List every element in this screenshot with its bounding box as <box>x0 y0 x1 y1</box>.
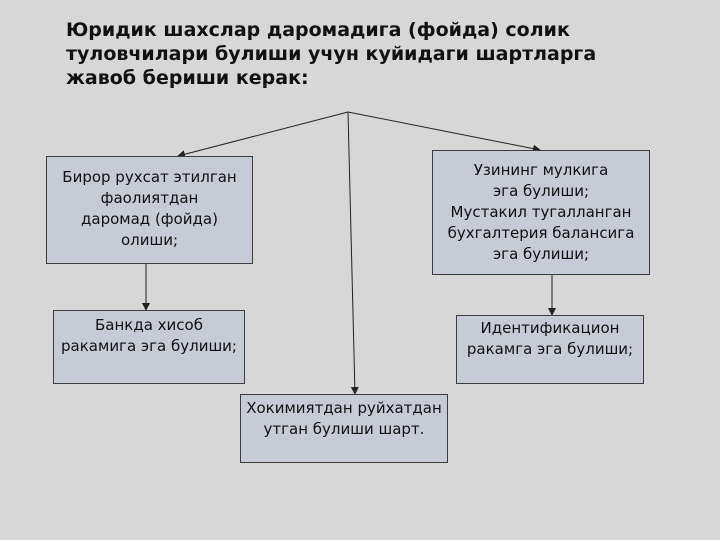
box-own-property-and-balance: Узининг мулкига эга булиши; Мустакил туг… <box>432 150 650 275</box>
box-text-line: даромад (фойда) <box>81 210 218 228</box>
box-identification-number: Идентификацион ракамга эга булиши; <box>456 315 644 384</box>
box-text-line: эга булиши; <box>492 182 590 200</box>
box-text-line: Мустакил тугалланган <box>450 203 632 221</box>
title-line: жавоб бериши керак: <box>66 67 309 89</box>
box-text-line: утган булиши шарт. <box>263 420 425 438</box>
connector-root-to-top-right <box>347 111 541 153</box>
connector-root-to-top-left <box>177 111 349 159</box>
title-line: туловчилари булиши учун куйидаги шартлар… <box>66 43 597 65</box>
diagram-title: Юридик шахслар даромадига (фойда) солик … <box>66 18 666 90</box>
box-profit-from-permitted-activity: Бирор рухсат этилган фаолиятдан даромад … <box>46 156 253 264</box>
box-bank-account: Банкда хисоб ракамига эга булиши; <box>53 310 245 384</box>
box-text-line: бухгалтерия балансига <box>447 224 635 242</box>
box-text-line: Узининг мулкига <box>473 161 609 179</box>
box-text-line: Бирор рухсат этилган <box>62 168 237 186</box>
box-text-line: ракамга эга булиши; <box>466 340 634 358</box>
box-registered-with-authority: Хокимиятдан руйхатдан утган булиши шарт. <box>240 394 448 463</box>
box-text-line: Хокимиятдан руйхатдан <box>246 399 442 417</box>
box-text-line: Идентификацион <box>480 319 620 337</box>
box-text-line: эга булиши; <box>492 245 590 263</box>
box-text-line: фаолиятдан <box>100 189 199 207</box>
box-text-line: олиши; <box>120 231 179 249</box>
box-text-line: Банкда хисоб <box>95 316 203 334</box>
box-text-line: ракамига эга булиши; <box>61 337 237 355</box>
title-line: Юридик шахслар даромадига (фойда) солик <box>66 19 570 41</box>
connector-root-to-bottom-center <box>347 111 359 395</box>
